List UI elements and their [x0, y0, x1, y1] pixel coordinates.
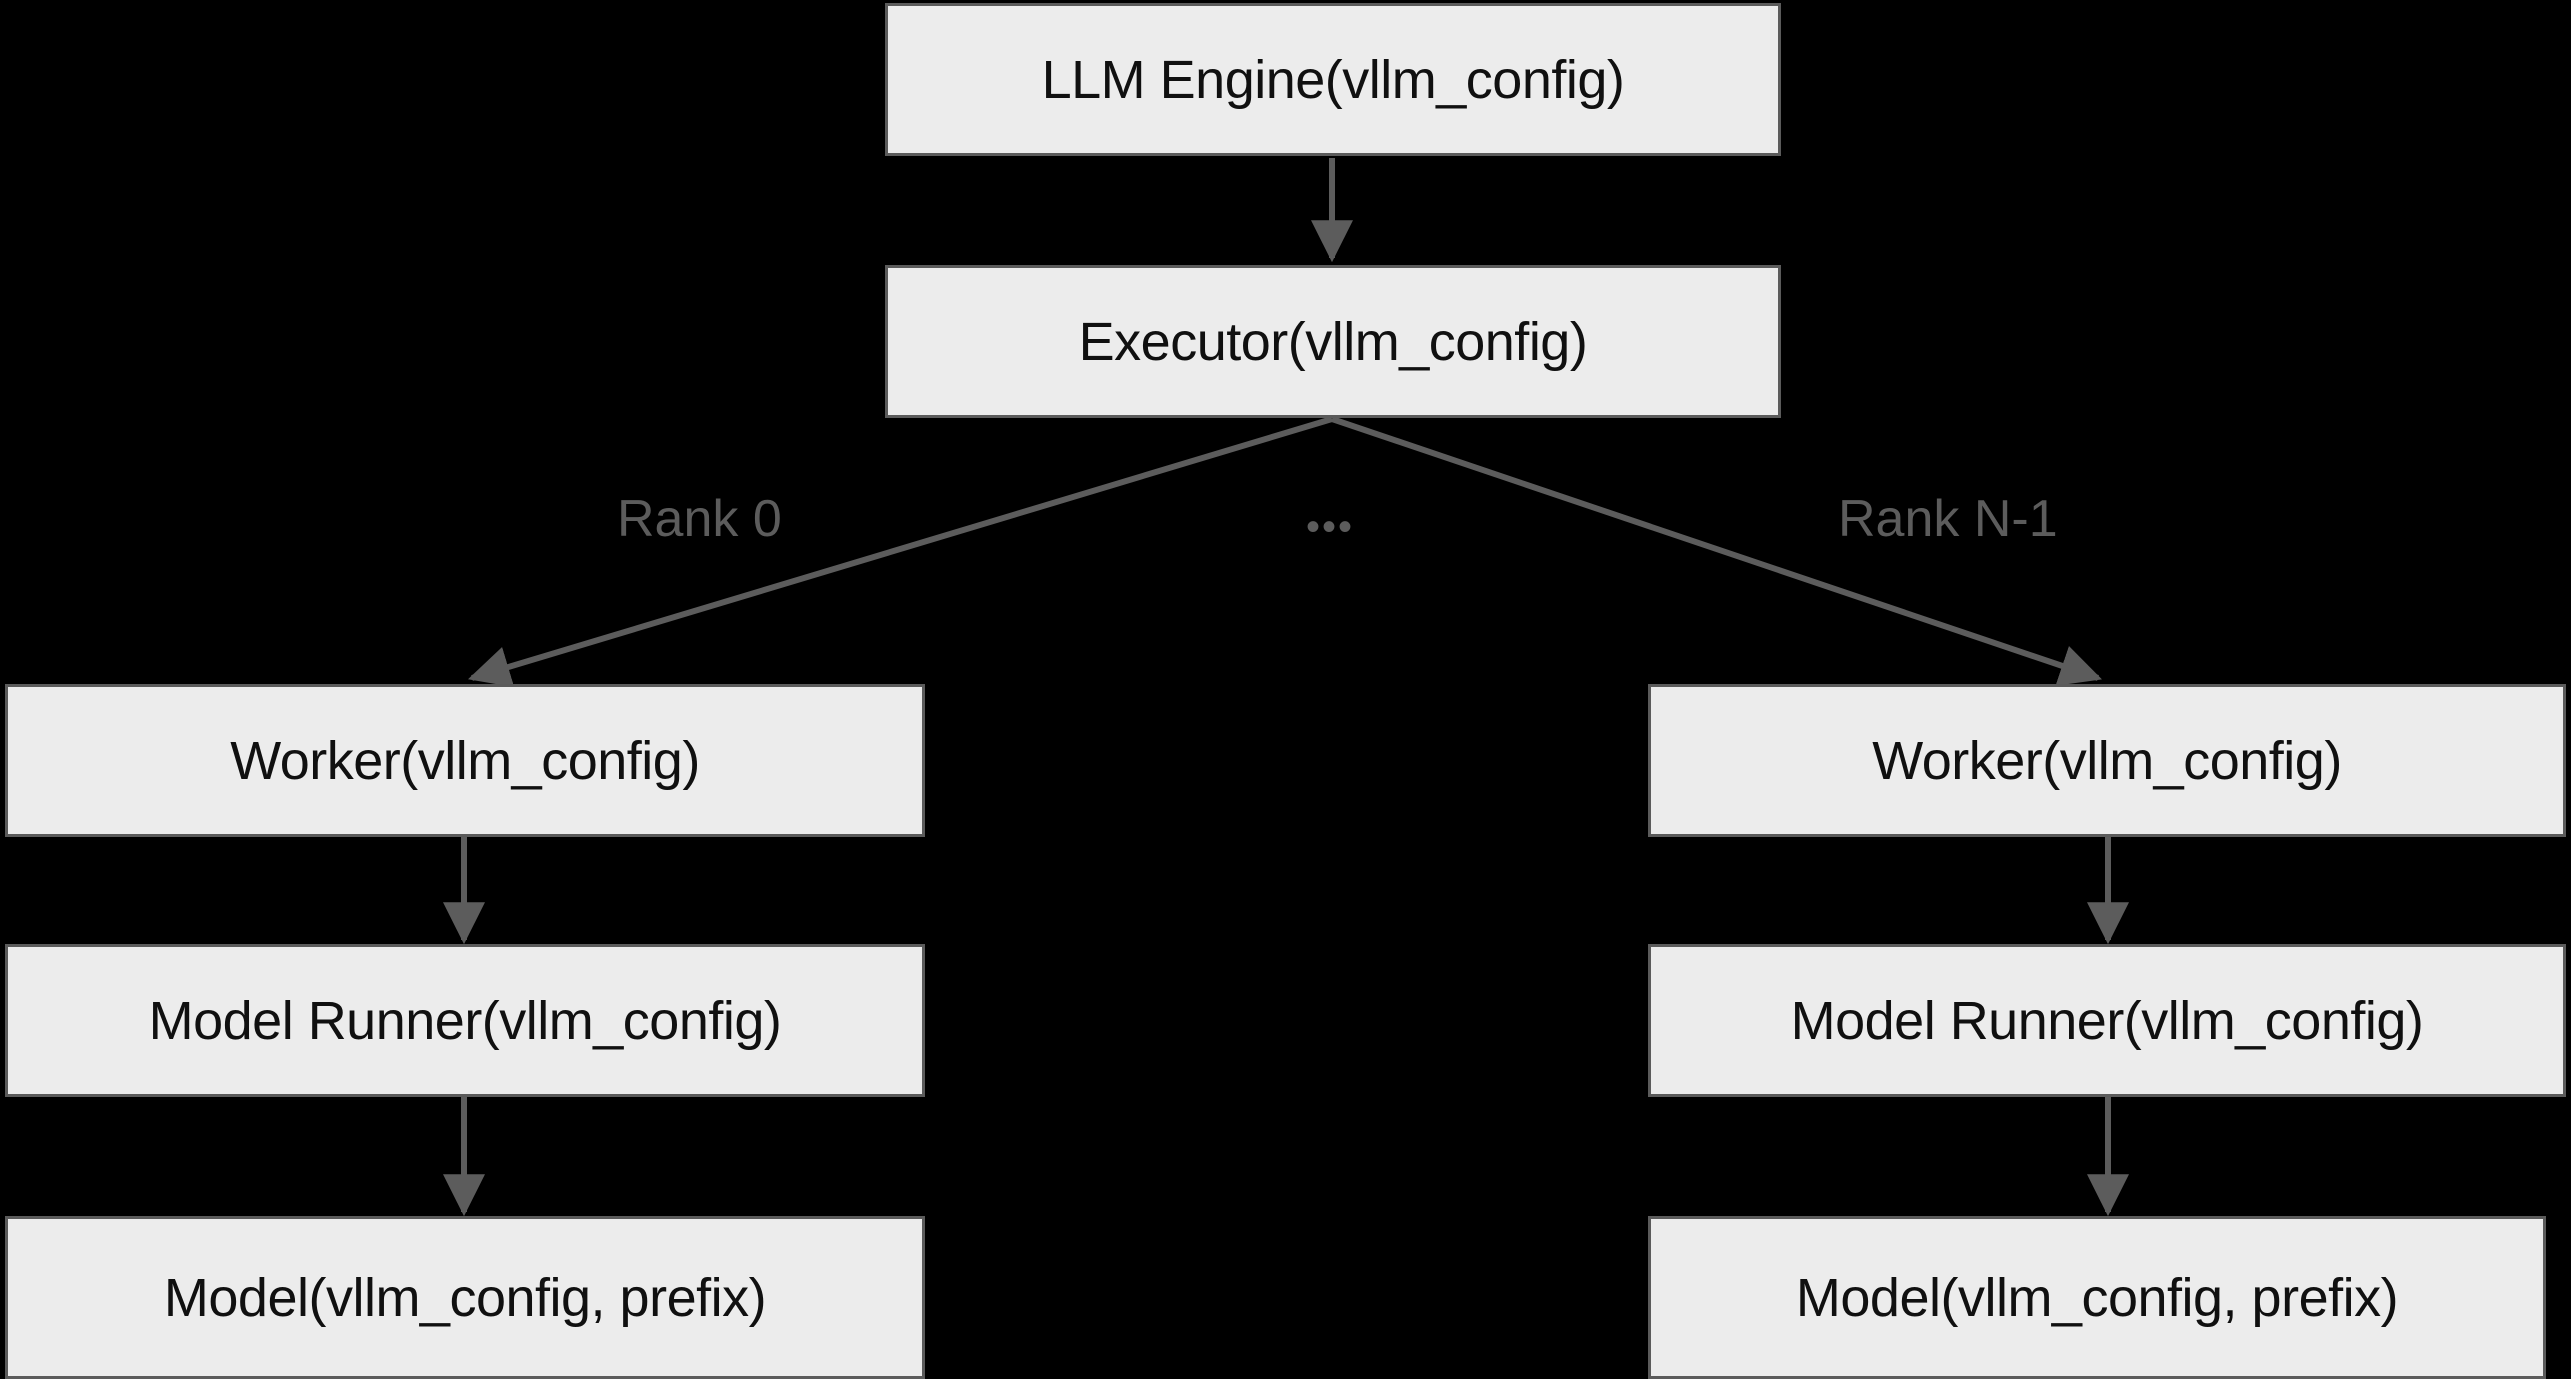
- edge-label-rank-n-1: Rank N-1: [1838, 490, 2058, 548]
- node-worker-rank-0[interactable]: Worker(vllm_config): [5, 684, 925, 837]
- node-model-rank-n-1[interactable]: Model(vllm_config, prefix): [1648, 1216, 2546, 1379]
- node-model-rank-0[interactable]: Model(vllm_config, prefix): [5, 1216, 925, 1379]
- node-llm-engine[interactable]: LLM Engine(vllm_config): [885, 3, 1781, 156]
- edge-executor-to-worker-left: [467, 416, 1333, 688]
- edge-label-ellipsis: •••: [1306, 505, 1355, 549]
- node-model-runner-rank-0[interactable]: Model Runner(vllm_config): [5, 944, 925, 1097]
- node-worker-rank-n-1[interactable]: Worker(vllm_config): [1648, 684, 2566, 837]
- node-executor[interactable]: Executor(vllm_config): [885, 265, 1781, 418]
- edge-label-rank-0: Rank 0: [617, 490, 782, 548]
- node-model-runner-rank-n-1[interactable]: Model Runner(vllm_config): [1648, 944, 2566, 1097]
